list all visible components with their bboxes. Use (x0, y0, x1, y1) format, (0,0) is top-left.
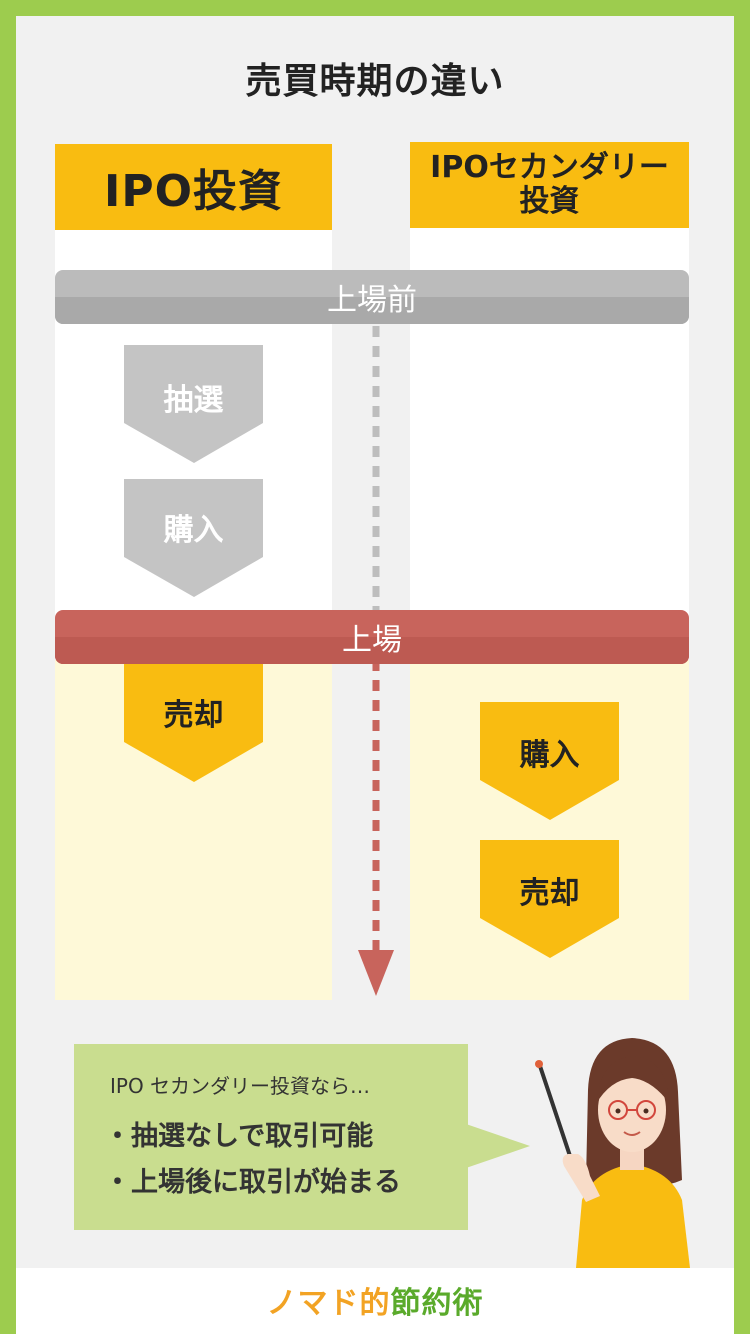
step-purchase-left-shape (124, 479, 263, 597)
right-column-header: IPOセカンダリー 投資 (410, 142, 689, 228)
yellow-top (576, 1164, 690, 1268)
step-purchase-right: 購入 (480, 702, 619, 820)
logo-part2: 節約術 (390, 1286, 484, 1321)
step-sell-left-label: 売却 (163, 698, 224, 733)
band-listing-shade (55, 637, 689, 664)
hair-bangs (596, 1056, 670, 1104)
band-listing: 上場 (55, 610, 689, 664)
right-header-line1: IPOセカンダリー (430, 150, 669, 185)
left-header-text: IPO投資 (103, 166, 284, 217)
step-lottery-shape (124, 345, 263, 463)
logo-part1: ノマド的 (266, 1286, 391, 1321)
step-lottery: 抽選 (124, 345, 263, 463)
step-purchase-left-label: 購入 (163, 513, 224, 548)
band-listing-label: 上場 (342, 623, 402, 658)
band-before-listing-label: 上場前 (327, 283, 417, 318)
step-purchase-right-label: 購入 (519, 738, 580, 773)
bubble-item-2: ・上場後に取引が始まる (104, 1167, 401, 1198)
left-column-header: IPO投資 (55, 144, 332, 230)
step-sell-left-shape (124, 664, 263, 782)
site-logo: ノマド的節約術 (0, 1278, 750, 1322)
woman-with-pointer-illustration (535, 1038, 690, 1268)
mouth (623, 1131, 641, 1136)
band-before-listing-shade (55, 297, 689, 324)
raised-hand (562, 1154, 600, 1202)
bubble-item-1: ・抽選なしで取引可能 (104, 1121, 374, 1152)
timeline-arrowhead (358, 950, 394, 996)
footer-bar (16, 1268, 734, 1334)
step-sell-right-shape (480, 840, 619, 958)
band-before-listing: 上場前 (55, 270, 689, 324)
timeline-arrow (358, 326, 394, 996)
step-sell-right-label: 売却 (519, 876, 580, 911)
step-purchase-right-shape (480, 702, 619, 820)
step-sell-left: 売却 (124, 664, 263, 782)
right-header-line2: 投資 (519, 184, 580, 219)
step-lottery-label: 抽選 (163, 383, 224, 418)
step-purchase-left: 購入 (124, 479, 263, 597)
speech-bubble (74, 1044, 468, 1230)
pointer-tip (535, 1060, 543, 1068)
page-title: 売買時期の違い (245, 61, 505, 102)
bubble-lead-text: IPO セカンダリー投資なら… (110, 1074, 371, 1098)
step-sell-right: 売却 (480, 840, 619, 958)
pointer-stick (538, 1065, 576, 1169)
speech-bubble-tail (466, 1124, 530, 1168)
